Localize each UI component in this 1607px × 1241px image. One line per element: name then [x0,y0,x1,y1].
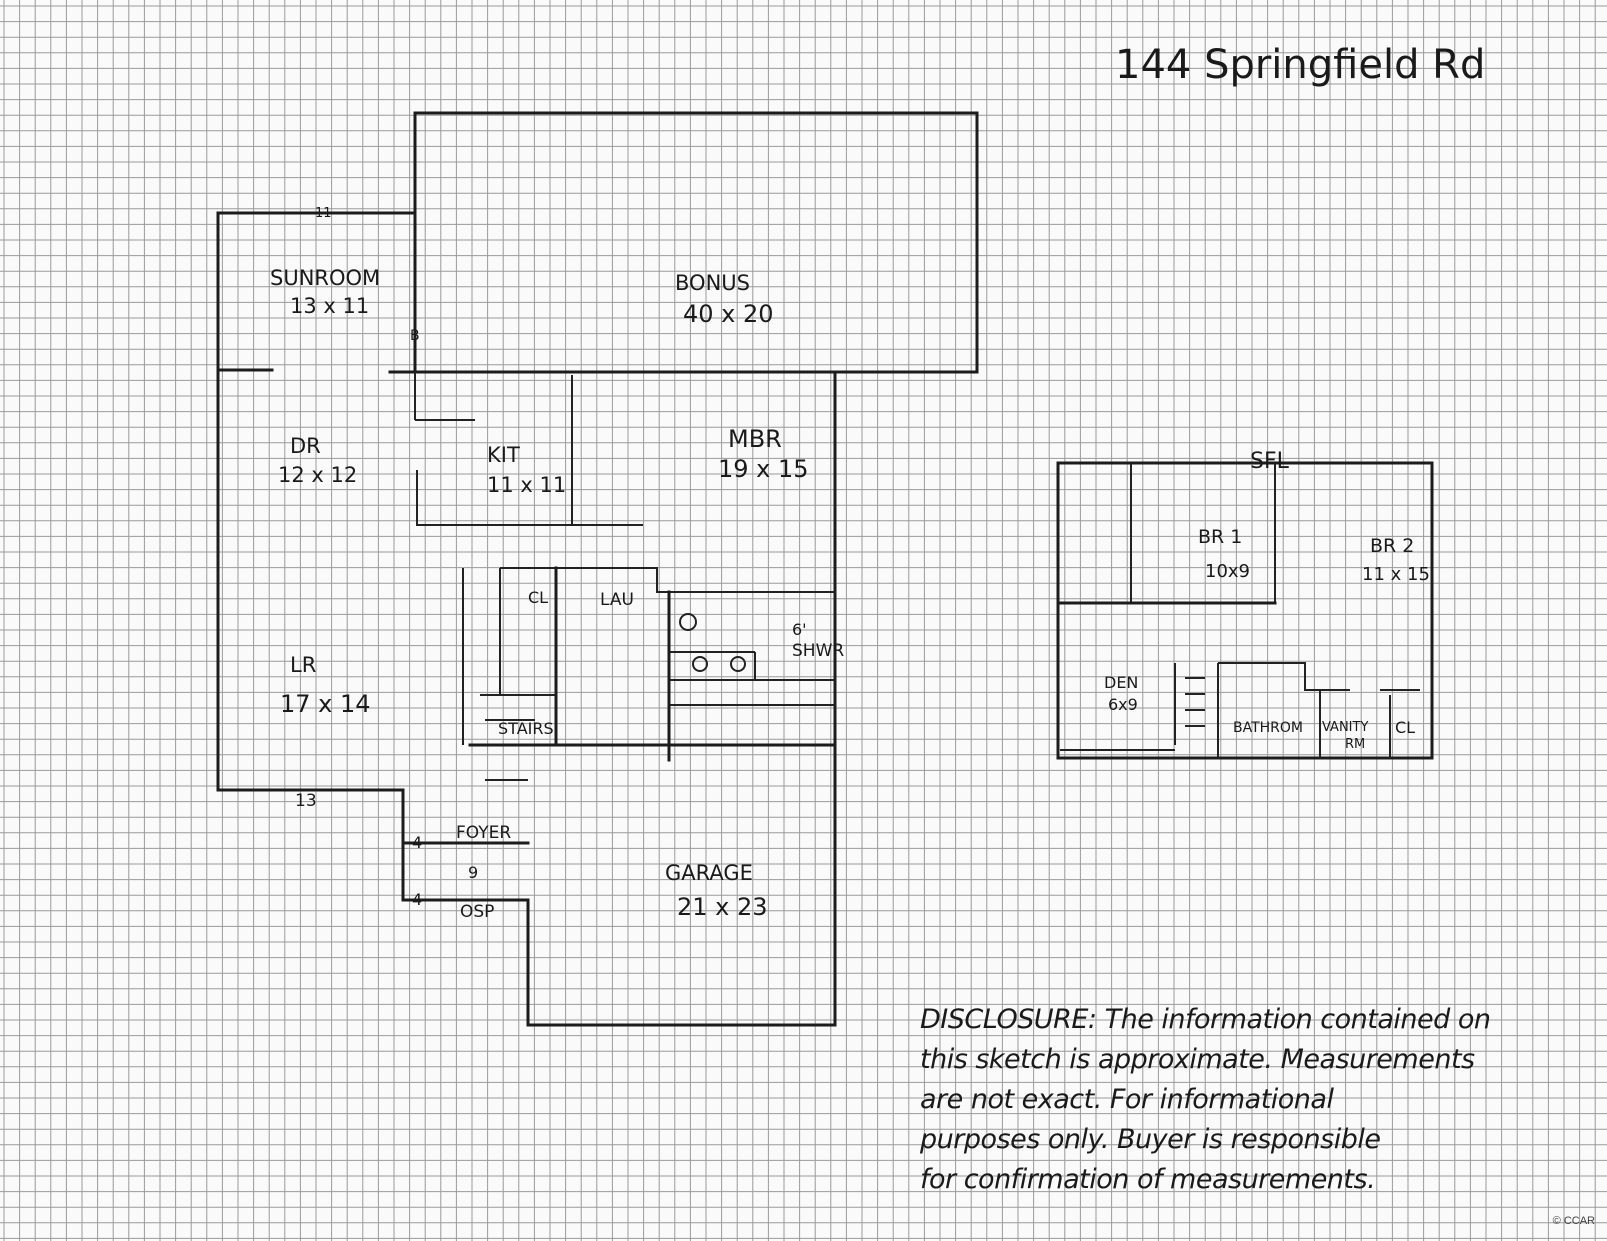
b-label: B [410,328,420,344]
sfl-closet-label: CL [1395,718,1415,737]
room-mbr-name: MBR [728,425,782,453]
vanity-label: VANITY [1322,720,1368,735]
dim-osp-side: 4 [412,890,422,909]
room-br2-name: BR 2 [1370,535,1414,557]
main-floor-labels: SUNROOM 13 x 11 BONUS 40 x 20 DR 12 x 12… [270,206,844,922]
room-lr-dims: 17 x 14 [280,690,371,718]
laundry-label: LAU [600,590,634,610]
room-dr-dims: 12 x 12 [278,463,357,487]
disclosure-note: DISCLOSURE: The information contained on… [920,1000,1600,1200]
foyer-label: FOYER [456,823,511,843]
dim-osp-top: 9 [468,863,478,882]
room-bonus-name: BONUS [675,271,750,295]
room-garage-dims: 21 x 23 [677,893,768,921]
osp-label: OSP [460,902,494,922]
dim-sunroom-top: 11 [315,206,332,221]
room-sunroom-name: SUNROOM [270,266,380,290]
dim-foyer-side: 4 [412,833,422,852]
room-lr-name: LR [290,653,316,677]
disclosure-line: are not exact. For informational [920,1084,1334,1115]
address-title: 144 Springfield Rd [1115,42,1485,88]
room-den-dims: 6x9 [1108,695,1138,714]
room-kit-name: KIT [487,443,520,467]
ccar-watermark: © CCAR [1552,1215,1595,1227]
room-den-name: DEN [1104,673,1138,692]
main-floor-walls [216,111,979,1027]
stairs-label: STAIRS [498,719,554,738]
disclosure-line: this sketch is approximate. Measurements [920,1044,1475,1075]
disclosure-line: purposes only. Buyer is responsible [920,1124,1381,1155]
sfl-label: SFL [1250,449,1290,474]
room-kit-dims: 11 x 11 [487,473,566,497]
disclosure-line: DISCLOSURE: The information contained on [920,1004,1491,1035]
room-br1-name: BR 1 [1198,526,1242,548]
room-dr-name: DR [290,434,321,458]
disclosure-line: for confirmation of measurements. [920,1164,1376,1195]
vanity-rm-label: RM [1345,737,1365,752]
shower-size-label: 6' [792,620,807,639]
second-floor-walls [1056,461,1434,760]
shower-label: SHWR [792,641,844,661]
bathroom-label: BATHROM [1233,720,1303,736]
dim-lr-bottom: 13 [295,791,317,811]
room-garage-name: GARAGE [665,861,753,885]
room-br2-dims: 11 x 15 [1362,564,1430,585]
closet-label: CL [528,588,548,607]
second-floor-labels: SFL BR 1 10x9 BR 2 11 x 15 DEN 6x9 BATHR… [1104,449,1430,752]
room-mbr-dims: 19 x 15 [718,455,809,483]
room-sunroom-dims: 13 x 11 [290,294,369,318]
room-bonus-dims: 40 x 20 [683,300,774,328]
room-br1-dims: 10x9 [1205,561,1250,582]
